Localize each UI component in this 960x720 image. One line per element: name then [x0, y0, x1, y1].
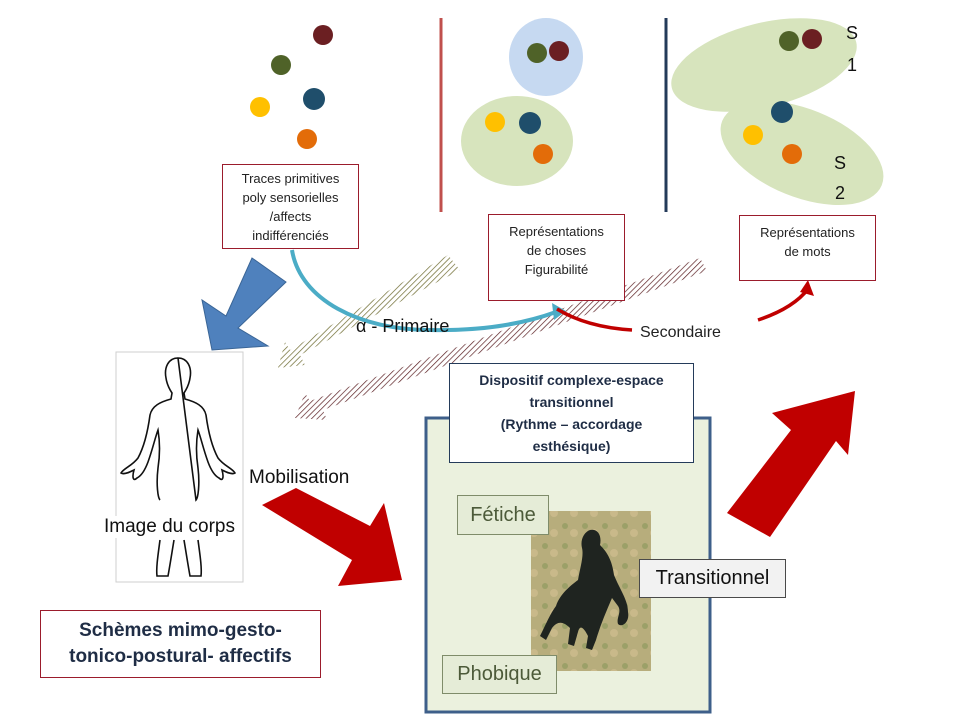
human-legs-outline — [155, 539, 203, 577]
choses-box: Représentations de choses Figurabilité — [488, 214, 625, 301]
dot-orange — [533, 144, 553, 164]
dot-dark-red — [549, 41, 569, 61]
dot-dark-red — [802, 29, 822, 49]
mobilisation-label: Mobilisation — [249, 467, 350, 488]
cluster-s2-ellipse — [720, 101, 884, 205]
mobilisation-arrow-icon — [262, 488, 402, 586]
body-image-frame — [115, 351, 244, 583]
fetiche-tag: Fétiche — [457, 495, 549, 535]
secondaire-curve-left — [556, 307, 633, 332]
dot-blue — [303, 88, 325, 110]
body-image-label: Image du corps — [104, 516, 235, 538]
secondaire-label: Secondaire — [640, 324, 721, 341]
dispositif-box: Dispositif complexe-espace transitionnel… — [449, 363, 694, 463]
cluster-green-ellipse — [461, 96, 573, 186]
mots-box: Représentations de mots — [739, 215, 876, 281]
dot-yellow — [485, 112, 505, 132]
s2-number: 2 — [835, 183, 846, 203]
primaire-label: α - Primaire — [356, 316, 450, 336]
dot-yellow — [743, 125, 763, 145]
s2-letter: S — [834, 153, 847, 173]
upward-arrow-icon — [727, 391, 855, 537]
dot-blue — [771, 101, 793, 123]
human-outline-icon — [119, 357, 237, 502]
dot-dark-red — [313, 25, 333, 45]
dot-olive — [779, 31, 799, 51]
secondaire-curve-right — [757, 287, 810, 322]
secondaire-arrowhead-icon — [800, 280, 814, 296]
traces-box: Traces primitives poly sensorielles /aff… — [222, 164, 359, 249]
dot-orange — [297, 129, 317, 149]
hatched-arrow-olive — [278, 255, 460, 368]
s1-letter: S — [846, 23, 859, 43]
transitionnel-tag: Transitionnel — [639, 559, 786, 598]
primaire-curve-arrow — [290, 249, 557, 333]
dot-blue — [519, 112, 541, 134]
blue-arrow-icon — [201, 257, 287, 351]
dot-orange — [782, 144, 802, 164]
horse-silhouette-icon — [540, 529, 629, 650]
dot-olive — [527, 43, 547, 63]
dot-olive — [271, 55, 291, 75]
schemes-box: Schèmes mimo-gesto- tonico-postural- aff… — [40, 610, 321, 678]
dot-yellow — [250, 97, 270, 117]
s1-number: 1 — [847, 55, 858, 75]
phobique-tag: Phobique — [442, 655, 557, 694]
